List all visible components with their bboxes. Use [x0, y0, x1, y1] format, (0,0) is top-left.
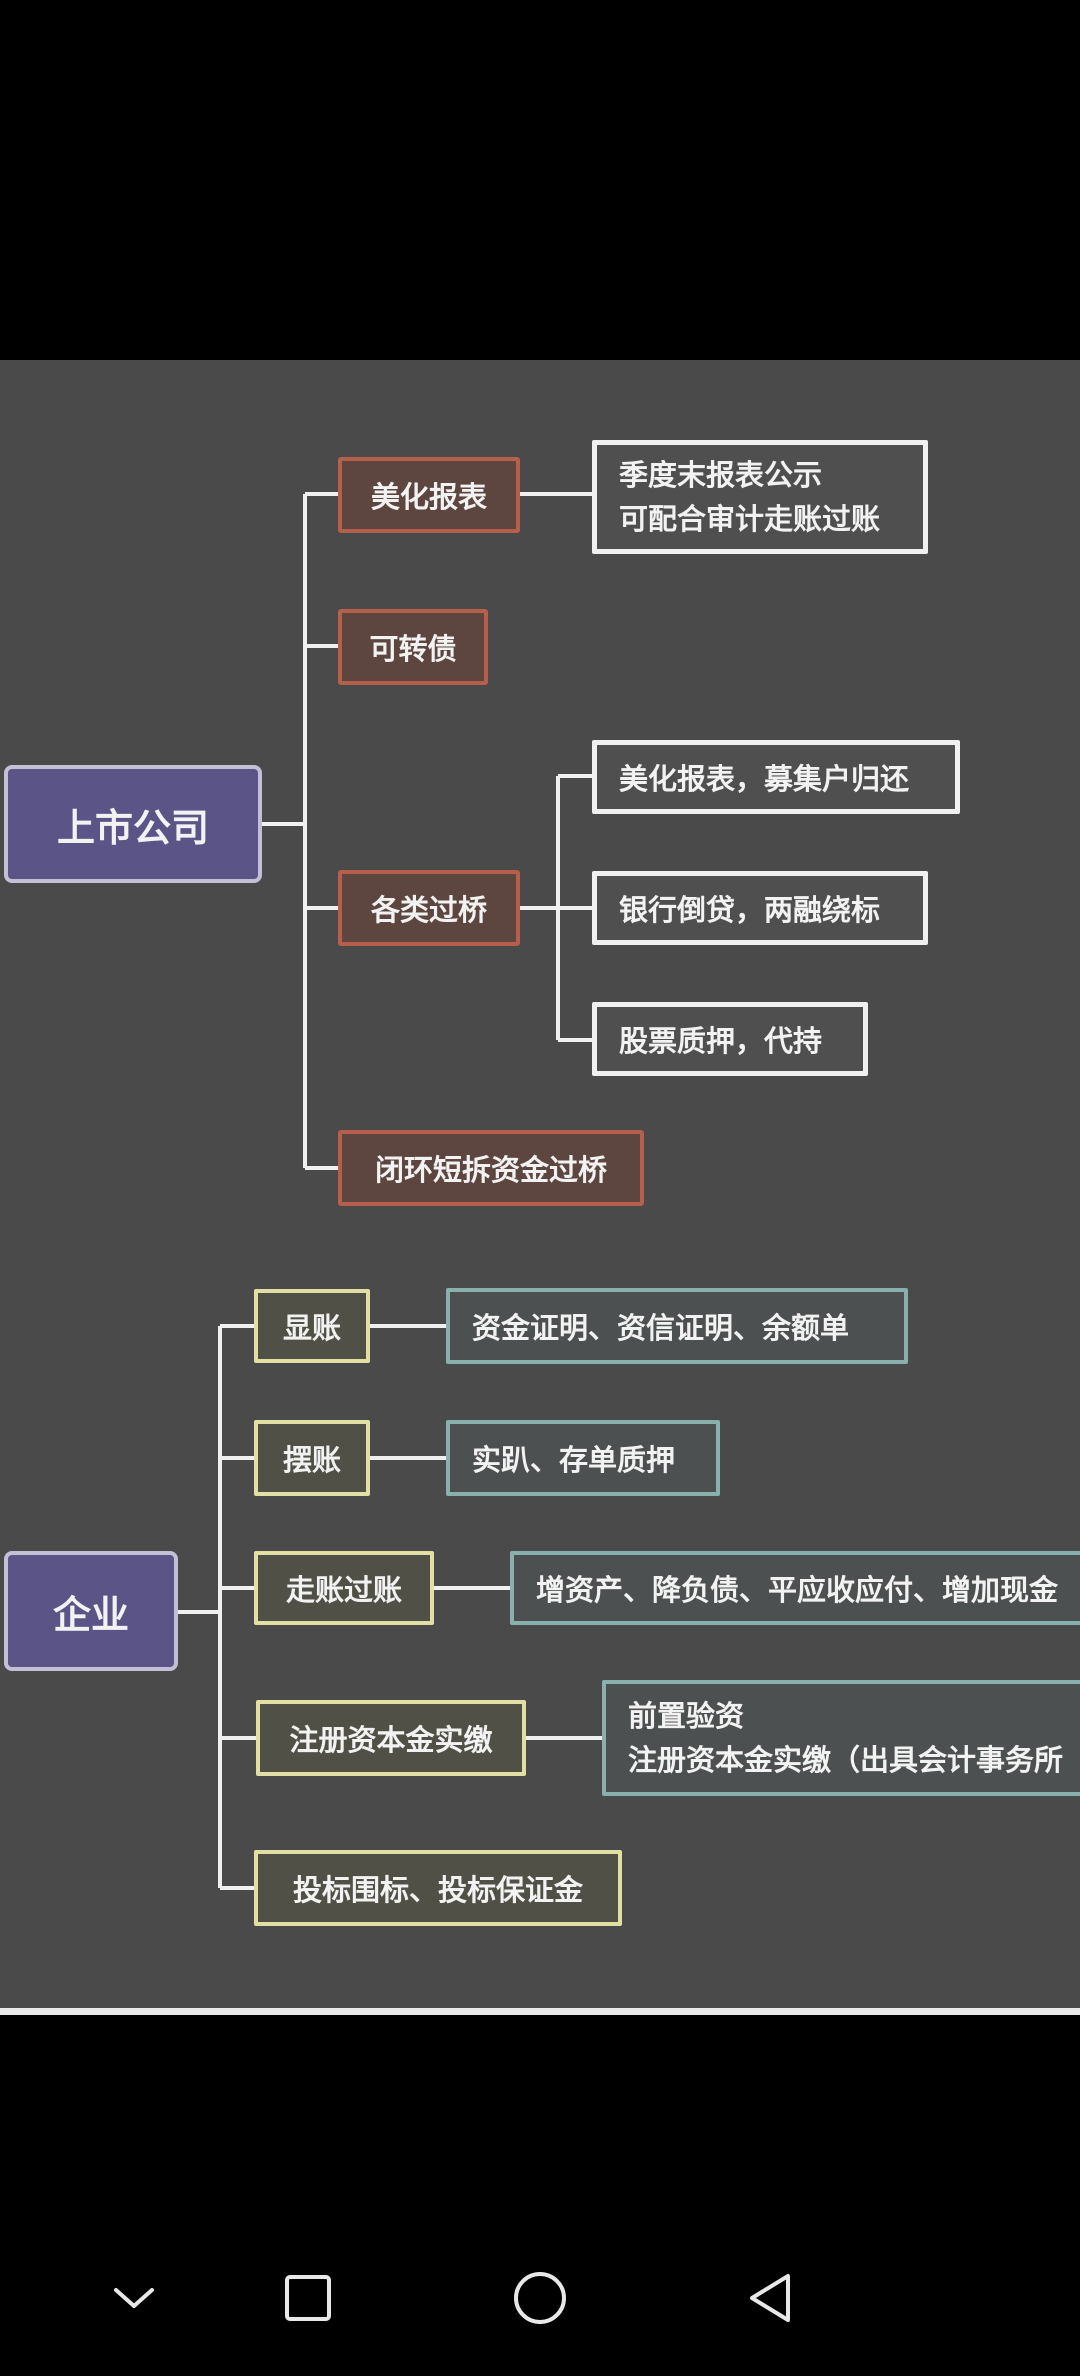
detail-line: 季度末报表公示: [619, 458, 823, 492]
node-label: 闭环短拆资金过桥: [374, 1153, 607, 1187]
detail-line: 前置验资: [628, 1699, 745, 1733]
detail-line: 美化报表，募集户归还: [619, 762, 910, 796]
nav-collapse-button[interactable]: [74, 2220, 194, 2376]
node-closed-loop: 闭环短拆资金过桥: [338, 1130, 644, 1206]
root-node-listed-company: 上市公司: [4, 765, 262, 883]
detail-line: 实趴、存单质押: [472, 1443, 676, 1477]
node-label: 走账过账: [285, 1573, 402, 1607]
node-label: 投标围标、投标保证金: [292, 1873, 583, 1907]
node-show-account: 显账: [254, 1289, 370, 1363]
detail-beautify-reports: 季度末报表公示 可配合审计走账过账: [592, 440, 928, 554]
chevron-down-icon: [114, 2288, 154, 2308]
detail-bridge-pledge: 股票质押，代持: [592, 1002, 868, 1076]
nav-back-button[interactable]: [710, 2220, 830, 2376]
detail-place-account: 实趴、存单质押: [446, 1420, 720, 1496]
detail-line: 注册资本金实缴（出具会计事务所: [628, 1743, 1064, 1777]
detail-show-account: 资金证明、资信证明、余额单: [446, 1288, 908, 1364]
node-transfer: 走账过账: [254, 1551, 434, 1625]
detail-transfer: 增资产、降负债、平应收应付、增加现金: [510, 1551, 1080, 1625]
detail-line: 银行倒贷，两融绕标: [619, 893, 881, 927]
detail-line: 可配合审计走账过账: [619, 502, 881, 536]
root-node-label: 企业: [52, 1592, 129, 1637]
triangle-back-icon: [750, 2274, 790, 2322]
nav-home-button[interactable]: [480, 2220, 600, 2376]
node-registered-capital: 注册资本金实缴: [256, 1700, 526, 1776]
node-label: 可转债: [369, 632, 457, 666]
circle-icon: [514, 2272, 566, 2324]
node-label: 美化报表: [370, 480, 487, 514]
node-bridge-loans: 各类过桥: [338, 870, 520, 946]
root-node-enterprise: 企业: [4, 1551, 178, 1671]
detail-line: 增资产、降负债、平应收应付、增加现金: [536, 1573, 1059, 1607]
node-place-account: 摆账: [254, 1420, 370, 1496]
nav-recents-button[interactable]: [248, 2220, 368, 2376]
connector-lines: [178, 492, 604, 1890]
detail-line: 资金证明、资信证明、余额单: [472, 1311, 850, 1345]
node-bidding: 投标围标、投标保证金: [254, 1850, 622, 1926]
node-label: 摆账: [282, 1443, 341, 1477]
root-node-label: 上市公司: [56, 805, 209, 850]
mind-map-image: 上市公司 美化报表 季度末报表公示 可配合审计走账过账 可转债 各类过桥 美化报…: [0, 360, 1080, 2008]
square-icon: [285, 2275, 331, 2321]
image-bottom-border: [0, 2008, 1080, 2015]
detail-bridge-bank: 银行倒贷，两融绕标: [592, 871, 928, 945]
navigation-bar: [0, 2220, 1080, 2376]
node-label: 显账: [282, 1311, 341, 1345]
node-label: 注册资本金实缴: [289, 1723, 493, 1757]
node-label: 各类过桥: [370, 893, 487, 927]
detail-registered-capital: 前置验资 注册资本金实缴（出具会计事务所: [602, 1680, 1080, 1796]
detail-bridge-beautify: 美化报表，募集户归还: [592, 740, 960, 814]
detail-line: 股票质押，代持: [619, 1024, 823, 1058]
node-convertible-bond: 可转债: [338, 609, 488, 685]
node-beautify-reports: 美化报表: [338, 457, 520, 533]
